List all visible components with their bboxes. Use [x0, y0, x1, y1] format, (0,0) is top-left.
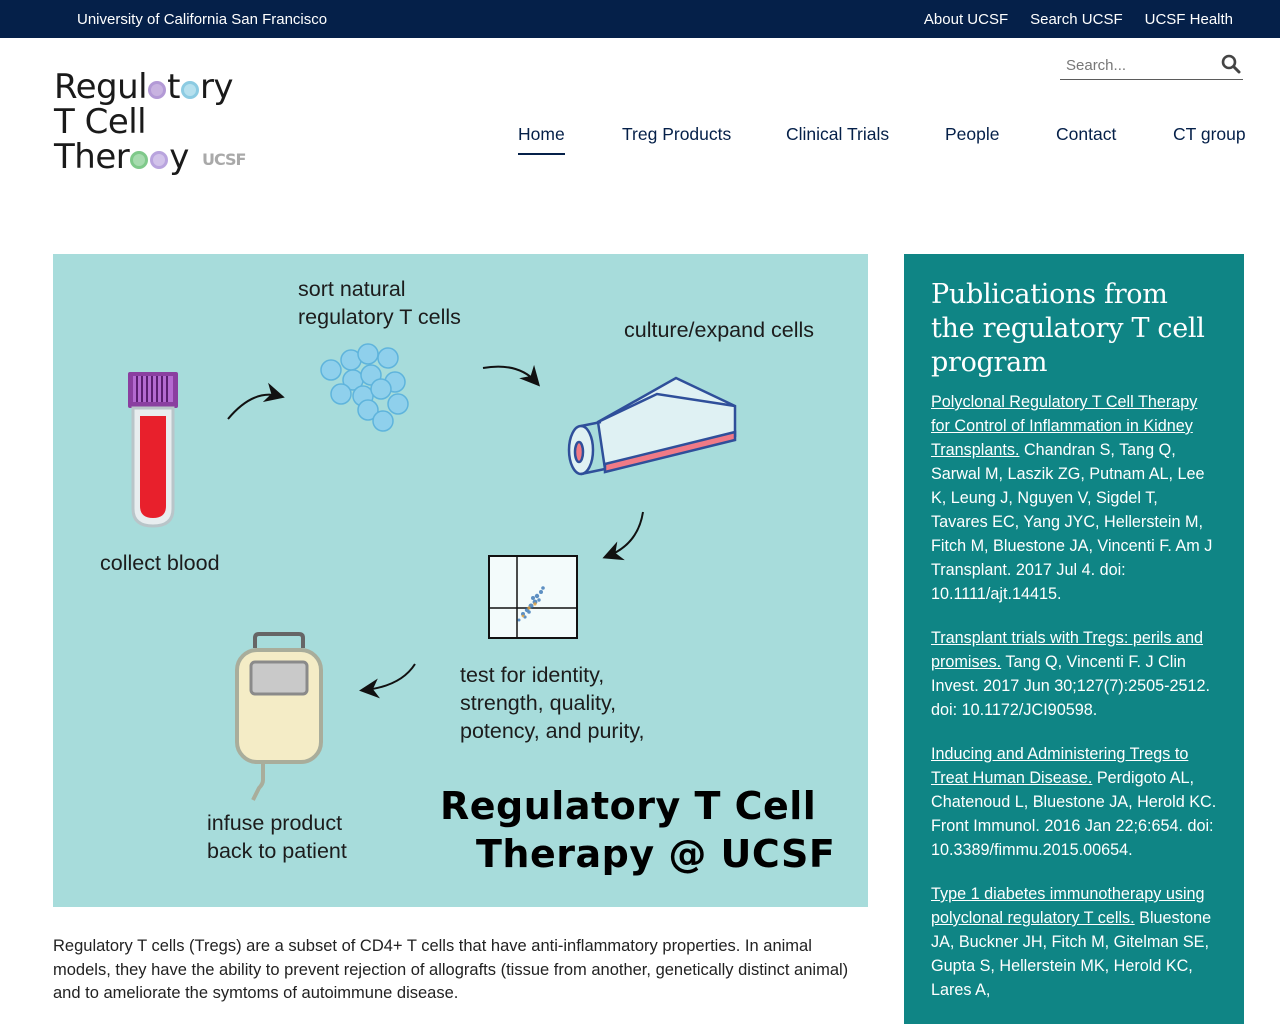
arrow-icon — [227, 382, 285, 420]
search-input[interactable] — [1066, 55, 1216, 75]
about-ucsf-link[interactable]: About UCSF — [923, 11, 1009, 28]
logo-ucsf-mark: UCSF — [202, 150, 246, 169]
culture-flask-icon — [567, 376, 737, 476]
hero-infographic: sort natural regulatory T cells culture/… — [53, 254, 868, 907]
nav-home[interactable]: Home — [518, 124, 565, 155]
nav-treg-products[interactable]: Treg Products — [622, 124, 732, 144]
hero-title-line-1: Regulatory T Cell — [440, 784, 817, 828]
nav-ct-group[interactable]: CT group — [1173, 124, 1246, 144]
label-infuse: infuse product back to patient — [207, 811, 347, 863]
publication-item: Inducing and Administering Tregs to Trea… — [931, 742, 1218, 862]
ucsf-health-link[interactable]: UCSF Health — [1144, 11, 1233, 28]
label-test: test for identity, strength, quality, po… — [460, 663, 645, 743]
logo-dot-purple — [148, 81, 167, 99]
hero-title-line-2: Therapy @ UCSF — [476, 832, 836, 876]
site-search — [1060, 51, 1243, 80]
publication-item: Transplant trials with Tregs: perils and… — [931, 626, 1218, 722]
search-icon[interactable] — [1221, 54, 1241, 74]
label-collect-blood: collect blood — [100, 551, 220, 575]
cells-icon — [320, 343, 409, 432]
nav-clinical-trials[interactable]: Clinical Trials — [786, 124, 890, 144]
process-diagram — [128, 343, 737, 801]
intro-paragraph: Regulatory T cells (Tregs) are a subset … — [53, 937, 849, 1002]
logo-dot-blue — [180, 81, 199, 99]
publication-citation: Tang Q, Vincenti F. J Clin Invest. 2017 … — [931, 653, 1210, 719]
publication-link[interactable]: Inducing and Administering Tregs to Trea… — [931, 745, 1189, 787]
nav-people[interactable]: People — [945, 124, 1000, 144]
sidebar-title: Publications from the regulatory T cell … — [931, 279, 1205, 378]
arrow-icon — [482, 364, 541, 387]
logo-line-2: T Cell — [54, 102, 147, 142]
nav-contact[interactable]: Contact — [1056, 124, 1117, 144]
publication-link[interactable]: Transplant trials with Tregs: perils and… — [931, 629, 1204, 671]
publication-item: Type 1 diabetes immunotherapy using poly… — [931, 882, 1218, 1002]
label-sort-cells: sort natural regulatory T cells — [298, 277, 461, 329]
arrow-icon — [359, 663, 416, 699]
arrow-icon — [602, 511, 644, 561]
publication-link[interactable]: Polyclonal Regulatory T Cell Therapy for… — [931, 393, 1198, 459]
utility-links: About UCSF Search UCSF UCSF Health — [924, 11, 1233, 28]
flow-cytometry-plot-icon — [488, 555, 578, 639]
logo-dot-lilac — [150, 151, 169, 169]
publication-citation: Perdigoto AL, Chatenoud L, Bluestone JA,… — [931, 769, 1217, 859]
logo-dot-green — [130, 151, 149, 169]
label-culture: culture/expand cells — [624, 318, 815, 342]
iv-bag-icon — [235, 632, 323, 801]
ucsf-org-link[interactable]: University of California San Francisco — [77, 11, 328, 28]
search-ucsf-link[interactable]: Search UCSF — [1030, 11, 1123, 28]
publications-sidebar: Publications from the regulatory T cell … — [904, 254, 1244, 1024]
publication-citation: Chandran S, Tang Q, Sarwal M, Laszik ZG,… — [931, 441, 1213, 603]
top-utility-bar: University of California San Francisco A… — [0, 0, 1280, 38]
publication-link[interactable]: Type 1 diabetes immunotherapy using poly… — [931, 885, 1205, 927]
publication-citation: Bluestone JA, Buckner JH, Fitch M, Gitel… — [931, 909, 1212, 999]
blood-tube-icon — [128, 372, 178, 528]
publication-item: Polyclonal Regulatory T Cell Therapy for… — [931, 390, 1218, 606]
